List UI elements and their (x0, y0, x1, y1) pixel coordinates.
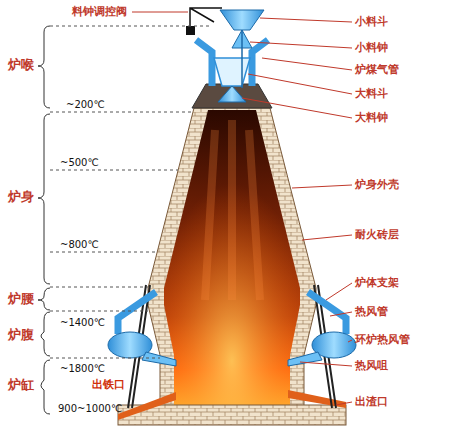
slag-tap-channel (288, 390, 346, 408)
part-label: 料钟调控阀 (72, 5, 127, 18)
large-bell (218, 86, 246, 102)
section-label: 炉身 (8, 190, 34, 203)
part-label: 大料钟 (355, 111, 388, 124)
part-label: 炉身外壳 (355, 178, 399, 191)
part-label: 出渣口 (355, 395, 388, 408)
temperature-label: ~500℃ (60, 156, 99, 169)
part-label: 炉体支架 (355, 276, 399, 289)
iron-tap-channel (118, 392, 176, 420)
part-label: 小料钟 (355, 41, 388, 54)
furnace-glow (164, 110, 300, 405)
part-label: 环炉热风管 (355, 333, 410, 346)
flame-streaks (205, 120, 260, 300)
leader-lines (132, 12, 352, 405)
temperature-label: 900~1000℃ (58, 402, 122, 415)
temperature-lines (50, 26, 210, 358)
small-hopper (220, 10, 264, 30)
part-label: 炉煤气管 (355, 63, 399, 76)
section-label: 炉缸 (8, 378, 34, 391)
furnace-interior (164, 110, 300, 405)
section-label: 炉腰 (8, 292, 34, 305)
part-label: 出铁口 (92, 378, 125, 391)
temperature-label: ~200℃ (66, 98, 105, 111)
part-label: 热风管 (355, 305, 388, 318)
tuyere (142, 352, 322, 366)
support-frame (128, 285, 336, 408)
section-brackets (38, 26, 50, 414)
section-label: 炉腹 (8, 328, 34, 341)
large-hopper (214, 58, 250, 86)
gas-pipe (196, 40, 268, 86)
part-label: 大料斗 (355, 87, 388, 100)
furnace-top (192, 84, 272, 108)
section-label: 炉喉 (8, 58, 34, 71)
temperature-label: ~800℃ (60, 238, 99, 251)
part-label: 热风咀 (355, 359, 388, 372)
bell-rod (241, 30, 243, 88)
part-label: 耐火砖层 (355, 228, 399, 241)
valve-lever (190, 8, 222, 26)
temperature-label: ~1800℃ (60, 362, 105, 375)
hot-air-pipe (118, 292, 346, 334)
temperature-label: ~1400℃ (60, 316, 105, 329)
valve-weight (186, 26, 195, 35)
part-label: 小料斗 (355, 15, 388, 28)
